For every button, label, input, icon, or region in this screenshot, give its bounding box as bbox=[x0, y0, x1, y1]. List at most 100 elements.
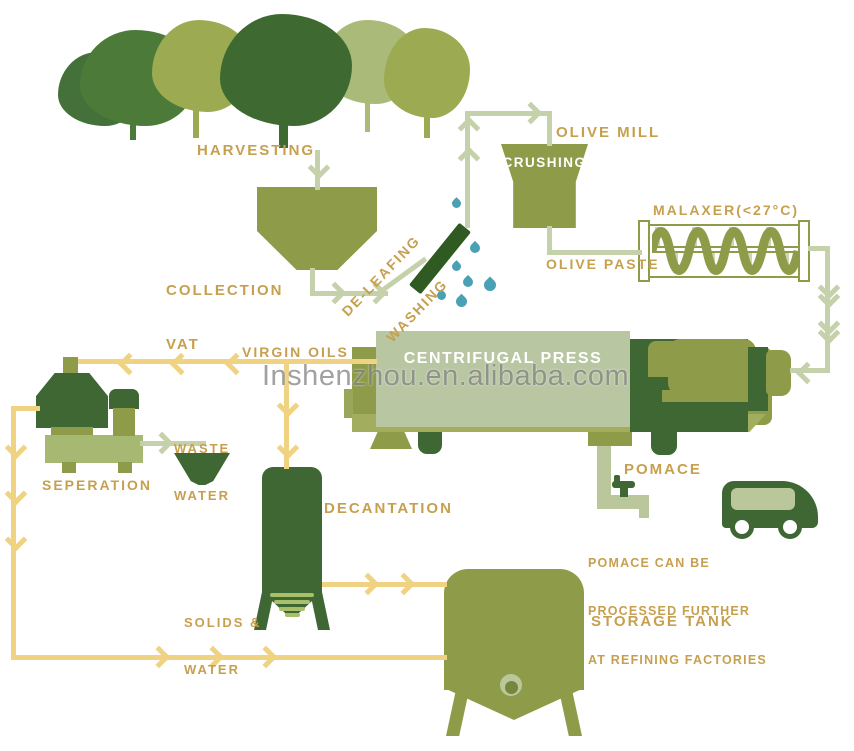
truck-window bbox=[731, 488, 795, 510]
flow-line-into-press bbox=[790, 368, 830, 373]
truck-wheel-icon bbox=[730, 515, 754, 539]
faucet-valve-icon bbox=[612, 481, 635, 488]
waste-water-line2: WATER bbox=[174, 487, 230, 503]
harvesting-label: HARVESTING bbox=[197, 142, 315, 160]
flow-line-funnel-out bbox=[547, 226, 552, 255]
press-end-section bbox=[748, 347, 768, 411]
crushing-label: CRUSHING bbox=[501, 155, 588, 170]
separator-foot bbox=[118, 462, 132, 473]
flow-arrow bbox=[392, 572, 416, 596]
flow-arrow bbox=[276, 394, 300, 418]
storage-tank-leg bbox=[558, 686, 582, 736]
tree-trunk bbox=[193, 100, 199, 138]
separator-base bbox=[45, 435, 143, 463]
flow-arrow bbox=[457, 146, 481, 170]
flow-line-malaxer-down bbox=[825, 246, 830, 373]
flow-arrow bbox=[356, 572, 380, 596]
centrifugal-press-label-text: CENTRIFUGAL PRESS bbox=[403, 350, 603, 367]
pomace-note: POMACE CAN BE PROCESSED FURTHER AT REFIN… bbox=[588, 522, 767, 701]
tree-icon bbox=[384, 28, 470, 118]
pomace-note-line1: POMACE CAN BE bbox=[588, 555, 710, 570]
decanter-leg bbox=[310, 592, 330, 630]
flow-arrow bbox=[147, 645, 171, 669]
flow-arrow bbox=[150, 431, 174, 455]
collection-vat-line1: COLLECTION bbox=[166, 282, 284, 299]
faucet-valve-icon bbox=[614, 475, 620, 483]
decanter-strainer bbox=[279, 607, 305, 611]
solids-water-line2: WATER bbox=[184, 661, 240, 677]
malaxer-label: MALAXER(<27°C) bbox=[653, 202, 799, 219]
faucet-icon bbox=[597, 495, 649, 509]
flow-arrow bbox=[4, 528, 28, 552]
virgin-oils-label: VIRGIN OILS bbox=[242, 344, 349, 361]
flow-line-separator-out bbox=[11, 406, 40, 411]
flow-line-to-decanter bbox=[284, 359, 289, 469]
flow-line-vat-out bbox=[310, 291, 388, 296]
flow-line-vat-out bbox=[310, 268, 315, 296]
press-foot bbox=[370, 432, 412, 449]
flow-arrow bbox=[276, 436, 300, 460]
press-motor-icon bbox=[668, 339, 756, 395]
centrifugal-press-label: CENTRIFUGAL PRESS bbox=[376, 350, 630, 368]
solids-water-line1: SOLIDS & bbox=[184, 615, 262, 631]
press-foot bbox=[651, 432, 677, 455]
olive-mill-label: OLIVE MILL bbox=[556, 124, 660, 142]
watermark: Inshenzhou.en.alibaba.com bbox=[262, 360, 629, 393]
crushing-label-text: CRUSHING bbox=[502, 155, 587, 170]
watermark-text: Inshenzhou.en.alibaba.com bbox=[262, 360, 630, 392]
press-motor-icon bbox=[662, 390, 750, 402]
tree-trunk bbox=[365, 92, 370, 132]
centrifugal-press-icon bbox=[344, 389, 353, 418]
press-foot bbox=[588, 432, 632, 446]
separator-icon bbox=[113, 408, 135, 436]
decanter-tank-icon bbox=[262, 467, 322, 594]
tree-trunk bbox=[130, 108, 136, 140]
flow-arrow bbox=[4, 436, 28, 460]
malaxer-auger-icon bbox=[652, 227, 798, 275]
flow-line-waste-water bbox=[140, 441, 206, 446]
storage-tank-label: STORAGE TANK bbox=[591, 613, 734, 631]
flow-line-into-funnel bbox=[547, 111, 552, 146]
collection-vat-line2: VAT bbox=[166, 336, 200, 353]
flow-arrow bbox=[457, 116, 481, 140]
flow-line-left-down bbox=[11, 406, 16, 660]
storage-tank-label-text: STORAGE TANK bbox=[591, 613, 734, 630]
separator-icon bbox=[63, 357, 78, 377]
separator-icon bbox=[109, 389, 139, 409]
tree-trunk bbox=[279, 112, 288, 148]
collection-vat-label: COLLECTION VAT bbox=[166, 246, 284, 390]
flow-line-washer-to-mill bbox=[465, 111, 470, 228]
press-label-panel bbox=[376, 331, 630, 427]
pomace-note-line2: PROCESSED FURTHER bbox=[588, 604, 751, 619]
flow-line-washer-to-mill bbox=[465, 111, 552, 116]
water-drop-icon bbox=[467, 240, 483, 256]
storage-tank-icon bbox=[444, 569, 584, 690]
flow-arrow bbox=[307, 156, 331, 180]
storage-tank-leg bbox=[446, 686, 470, 736]
press-end-cap bbox=[766, 350, 791, 396]
olive-mill-label-text: OLIVE MILL bbox=[556, 124, 661, 141]
tree-trunk bbox=[424, 108, 430, 138]
flow-line-malaxer-out bbox=[808, 246, 830, 251]
truck-wheel-icon bbox=[778, 515, 802, 539]
olive-paste-label-text: OLIVE PASTE bbox=[546, 256, 660, 272]
separator-icon bbox=[36, 373, 108, 428]
decanter-strainer bbox=[285, 613, 300, 617]
pomace-label-text: POMACE bbox=[624, 461, 702, 478]
pomace-note-line3: AT REFINING FACTORIES bbox=[588, 653, 767, 667]
tree-icon bbox=[220, 14, 352, 126]
waste-water-label: WASTE WATER bbox=[174, 410, 230, 535]
flow-line-trees-to-vat bbox=[315, 150, 320, 190]
separator-foot bbox=[62, 462, 76, 473]
malaxer-end-cap bbox=[798, 220, 810, 282]
decantation-label: DECANTATION bbox=[324, 500, 453, 518]
seperation-label: SEPERATION bbox=[42, 477, 152, 494]
harvesting-label-text: HARVESTING bbox=[197, 142, 316, 159]
press-foot bbox=[418, 432, 442, 454]
flow-line-to-storage-bottom bbox=[11, 655, 447, 660]
seperation-label-text: SEPERATION bbox=[42, 477, 152, 493]
malaxer-label-text: MALAXER(<27°C) bbox=[653, 202, 800, 218]
faucet-icon bbox=[639, 509, 649, 518]
decantation-label-text: DECANTATION bbox=[324, 500, 453, 517]
